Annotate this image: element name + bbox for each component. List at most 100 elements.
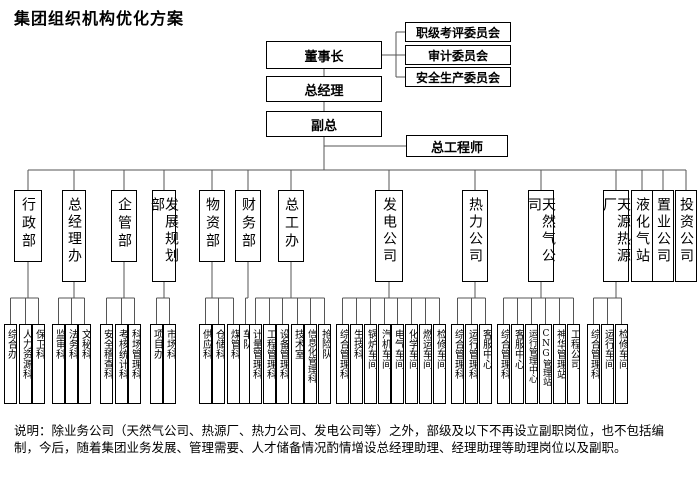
department-box: 行政部 <box>14 190 42 262</box>
unit-box: 仓储科 <box>212 324 225 404</box>
unit-label: 监审科 <box>53 329 65 359</box>
unit-label: 运行车间 <box>602 329 614 369</box>
department-box: 物资部 <box>199 190 225 262</box>
unit-box: 抢险队 <box>318 324 331 404</box>
department-label: 总工办 <box>283 197 299 251</box>
unit-label: 客服中心 <box>512 329 524 369</box>
unit-label: 检修车间 <box>434 329 446 369</box>
unit-box: 工程管理科 <box>263 324 276 404</box>
unit-box: 燃运车间 <box>419 324 432 404</box>
chart-title: 集团组织机构优化方案 <box>14 9 185 28</box>
vice-president-label: 副总 <box>310 118 337 134</box>
unit-label: 信息化管理科 <box>306 329 316 383</box>
unit-label: 安全稽查科 <box>101 329 113 379</box>
unit-label: 客服中心 <box>480 329 492 369</box>
department-box: 天然气公司 <box>526 190 556 282</box>
general-manager-box: 总经理 <box>266 76 382 102</box>
unit-box: 生技科 <box>350 324 363 404</box>
unit-box: 人力资源科 <box>19 324 32 404</box>
unit-label: 综合管理科 <box>452 329 464 379</box>
department-label: 行政部 <box>20 197 36 251</box>
unit-box: 文秘科 <box>78 324 91 404</box>
department-box: 企管部 <box>111 190 137 262</box>
unit-label: 技术室 <box>292 329 304 359</box>
department-label: 总经理办 <box>66 197 82 265</box>
unit-box: 综合管理科 <box>587 324 600 404</box>
unit-label: 综合办 <box>5 329 17 359</box>
department-label: 天源热源厂 <box>601 197 631 265</box>
department-box: 总工办 <box>278 190 304 262</box>
department-label: 发电公司 <box>381 197 397 265</box>
unit-box: 运行管理科 <box>465 324 478 404</box>
department-box: 液化气站 <box>631 190 653 282</box>
unit-label: 考核统计科 <box>116 329 128 379</box>
department-box: 财务部 <box>235 190 261 262</box>
unit-label: 燃运车间 <box>420 329 432 369</box>
explanation-note: 说明：除业务公司（天然气公司、热源厂、热力公司、发电公司等）之外，部级及以下不再… <box>14 423 665 455</box>
unit-label: 科场管理科 <box>129 329 141 379</box>
department-box: 总经理办 <box>62 190 86 282</box>
unit-box: 技术室 <box>291 324 304 404</box>
department-box: 发电公司 <box>375 190 403 282</box>
unit-label: 电气车间 <box>392 329 404 369</box>
committee-box-audit: 审计委员会 <box>405 45 511 65</box>
department-label: 物资部 <box>204 197 220 251</box>
vice-president-box: 副总 <box>266 111 382 137</box>
unit-box: 工程公司 <box>567 324 580 404</box>
unit-label: 仓储科 <box>213 329 225 359</box>
unit-label: CNG管理站 <box>541 329 551 386</box>
unit-box: 神华管理站 <box>553 324 566 404</box>
board-chairman-label: 董事长 <box>304 49 344 65</box>
unit-label: 煤管科 <box>228 329 240 359</box>
department-label: 发展规划部 <box>149 197 179 265</box>
unit-box: 综合管理科 <box>336 324 349 404</box>
unit-box: 计量管理科 <box>249 324 262 404</box>
unit-label: 汽机车间 <box>379 329 391 369</box>
unit-label: 车队 <box>240 329 252 349</box>
unit-label: 文秘科 <box>79 329 91 359</box>
department-box: 发展规划部 <box>149 190 179 282</box>
department-label: 天然气公司 <box>526 197 556 265</box>
unit-box: 保卫科 <box>32 324 45 404</box>
unit-box: 项目办 <box>150 324 163 404</box>
unit-box: 运行车间 <box>601 324 614 404</box>
chief-engineer-label: 总工程师 <box>430 140 483 156</box>
committee-box-safety: 安全生产委员会 <box>405 67 511 87</box>
general-manager-label: 总经理 <box>304 83 344 99</box>
unit-label: 运行管理科 <box>466 329 478 379</box>
department-label: 财务部 <box>240 197 256 251</box>
committee-box-rank-evaluation: 职级考评委员会 <box>405 22 511 42</box>
unit-label: 工程管理科 <box>264 329 276 379</box>
department-box: 热力公司 <box>462 190 488 282</box>
unit-box: 检修车间 <box>433 324 446 404</box>
unit-label: 设备管理科 <box>277 329 289 379</box>
unit-box: 运行管理中心 <box>525 324 538 404</box>
department-box: 投资公司 <box>675 190 697 282</box>
unit-box: 综合管理科 <box>497 324 510 404</box>
department-label: 液化气站 <box>634 197 650 265</box>
unit-label: 保卫科 <box>33 329 45 359</box>
unit-box: CNG管理站 <box>539 324 552 404</box>
unit-box: 安全稽查科 <box>100 324 113 404</box>
unit-box: 汽机车间 <box>378 324 391 404</box>
unit-box: 检修车间 <box>615 324 628 404</box>
department-label: 置业公司 <box>655 197 671 265</box>
unit-box: 综合办 <box>4 324 17 404</box>
unit-label: 运行管理中心 <box>527 329 537 383</box>
unit-label: 项目办 <box>151 329 163 359</box>
committee-label: 职级考评委员会 <box>415 25 500 40</box>
department-box: 天源热源厂 <box>601 190 631 282</box>
unit-label: 市场科 <box>164 329 176 359</box>
unit-label: 抢险队 <box>319 329 331 359</box>
unit-box: 考核统计科 <box>115 324 128 404</box>
unit-box: 锅炉车间 <box>364 324 377 404</box>
unit-box: 设备管理科 <box>276 324 289 404</box>
unit-label: 法务科 <box>66 329 78 359</box>
unit-label: 化学车间 <box>406 329 418 369</box>
unit-label: 神华管理站 <box>554 329 566 379</box>
chief-engineer-box: 总工程师 <box>406 135 508 157</box>
committee-label: 安全生产委员会 <box>415 70 500 85</box>
department-label: 投资公司 <box>678 197 694 265</box>
unit-box: 市场科 <box>163 324 176 404</box>
unit-label: 生技科 <box>351 329 363 359</box>
